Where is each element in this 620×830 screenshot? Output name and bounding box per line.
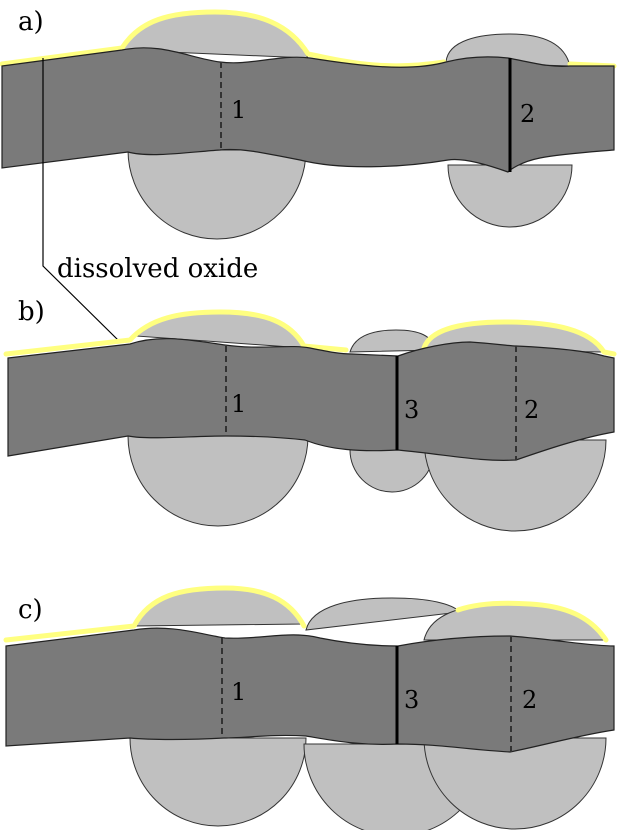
annotation-text: dissolved oxide xyxy=(57,254,258,284)
panel-b-boundary-3-label: 3 xyxy=(404,396,419,424)
panel-c-oxide-layer xyxy=(3,585,609,643)
panel-c-boundary-1-label: 1 xyxy=(231,678,246,706)
panel-b: b) 1 3 2 xyxy=(3,297,617,532)
panel-c-grain-top-1 xyxy=(133,587,303,627)
panel-c-grain-top-3 xyxy=(305,597,462,631)
annotation-leader-line xyxy=(42,58,119,341)
panel-b-boundary-2-label: 2 xyxy=(524,396,539,424)
panel-a-boundary-1-label: 1 xyxy=(231,96,246,124)
panel-a-label: a) xyxy=(18,7,44,37)
panel-b-boundary-1-label: 1 xyxy=(231,390,246,418)
panel-c-boundary-2-label: 2 xyxy=(522,686,537,714)
panel-a-grain-bottom-2 xyxy=(447,164,573,228)
panel-c-metal-strip xyxy=(5,627,615,753)
panel-c-label: c) xyxy=(18,595,43,625)
panel-a-boundary-2-label: 2 xyxy=(520,100,535,128)
panel-b-oxide-layer xyxy=(3,309,617,357)
panel-b-grain-bottom-1 xyxy=(127,435,309,527)
dissolved-oxide-annotation: dissolved oxide xyxy=(42,58,258,341)
panel-a-grain-bottom-1 xyxy=(127,149,307,240)
panel-c-grain-bottom-2 xyxy=(423,737,607,830)
panel-c: c) 1 3 2 xyxy=(3,585,615,830)
panel-b-grain-bottom-3 xyxy=(349,449,435,493)
panel-c-grain-bottom-1 xyxy=(129,737,307,827)
panel-b-label: b) xyxy=(18,297,45,327)
panel-a: a) 1 2 xyxy=(0,7,617,240)
panel-b-metal-strip xyxy=(7,337,615,461)
panel-b-grain-bottom-2 xyxy=(423,439,607,532)
panel-a-metal-strip xyxy=(1,47,615,173)
panel-c-boundary-3-label: 3 xyxy=(404,686,419,714)
